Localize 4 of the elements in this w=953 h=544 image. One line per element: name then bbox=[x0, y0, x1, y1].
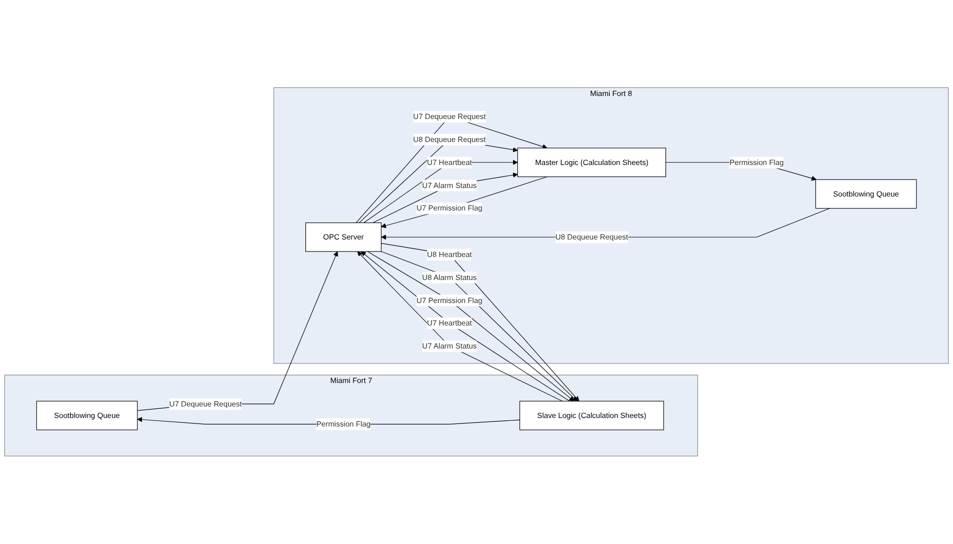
arrow bbox=[381, 176, 548, 228]
arrow bbox=[137, 251, 338, 412]
arrow bbox=[372, 172, 518, 224]
arrow bbox=[364, 160, 518, 224]
